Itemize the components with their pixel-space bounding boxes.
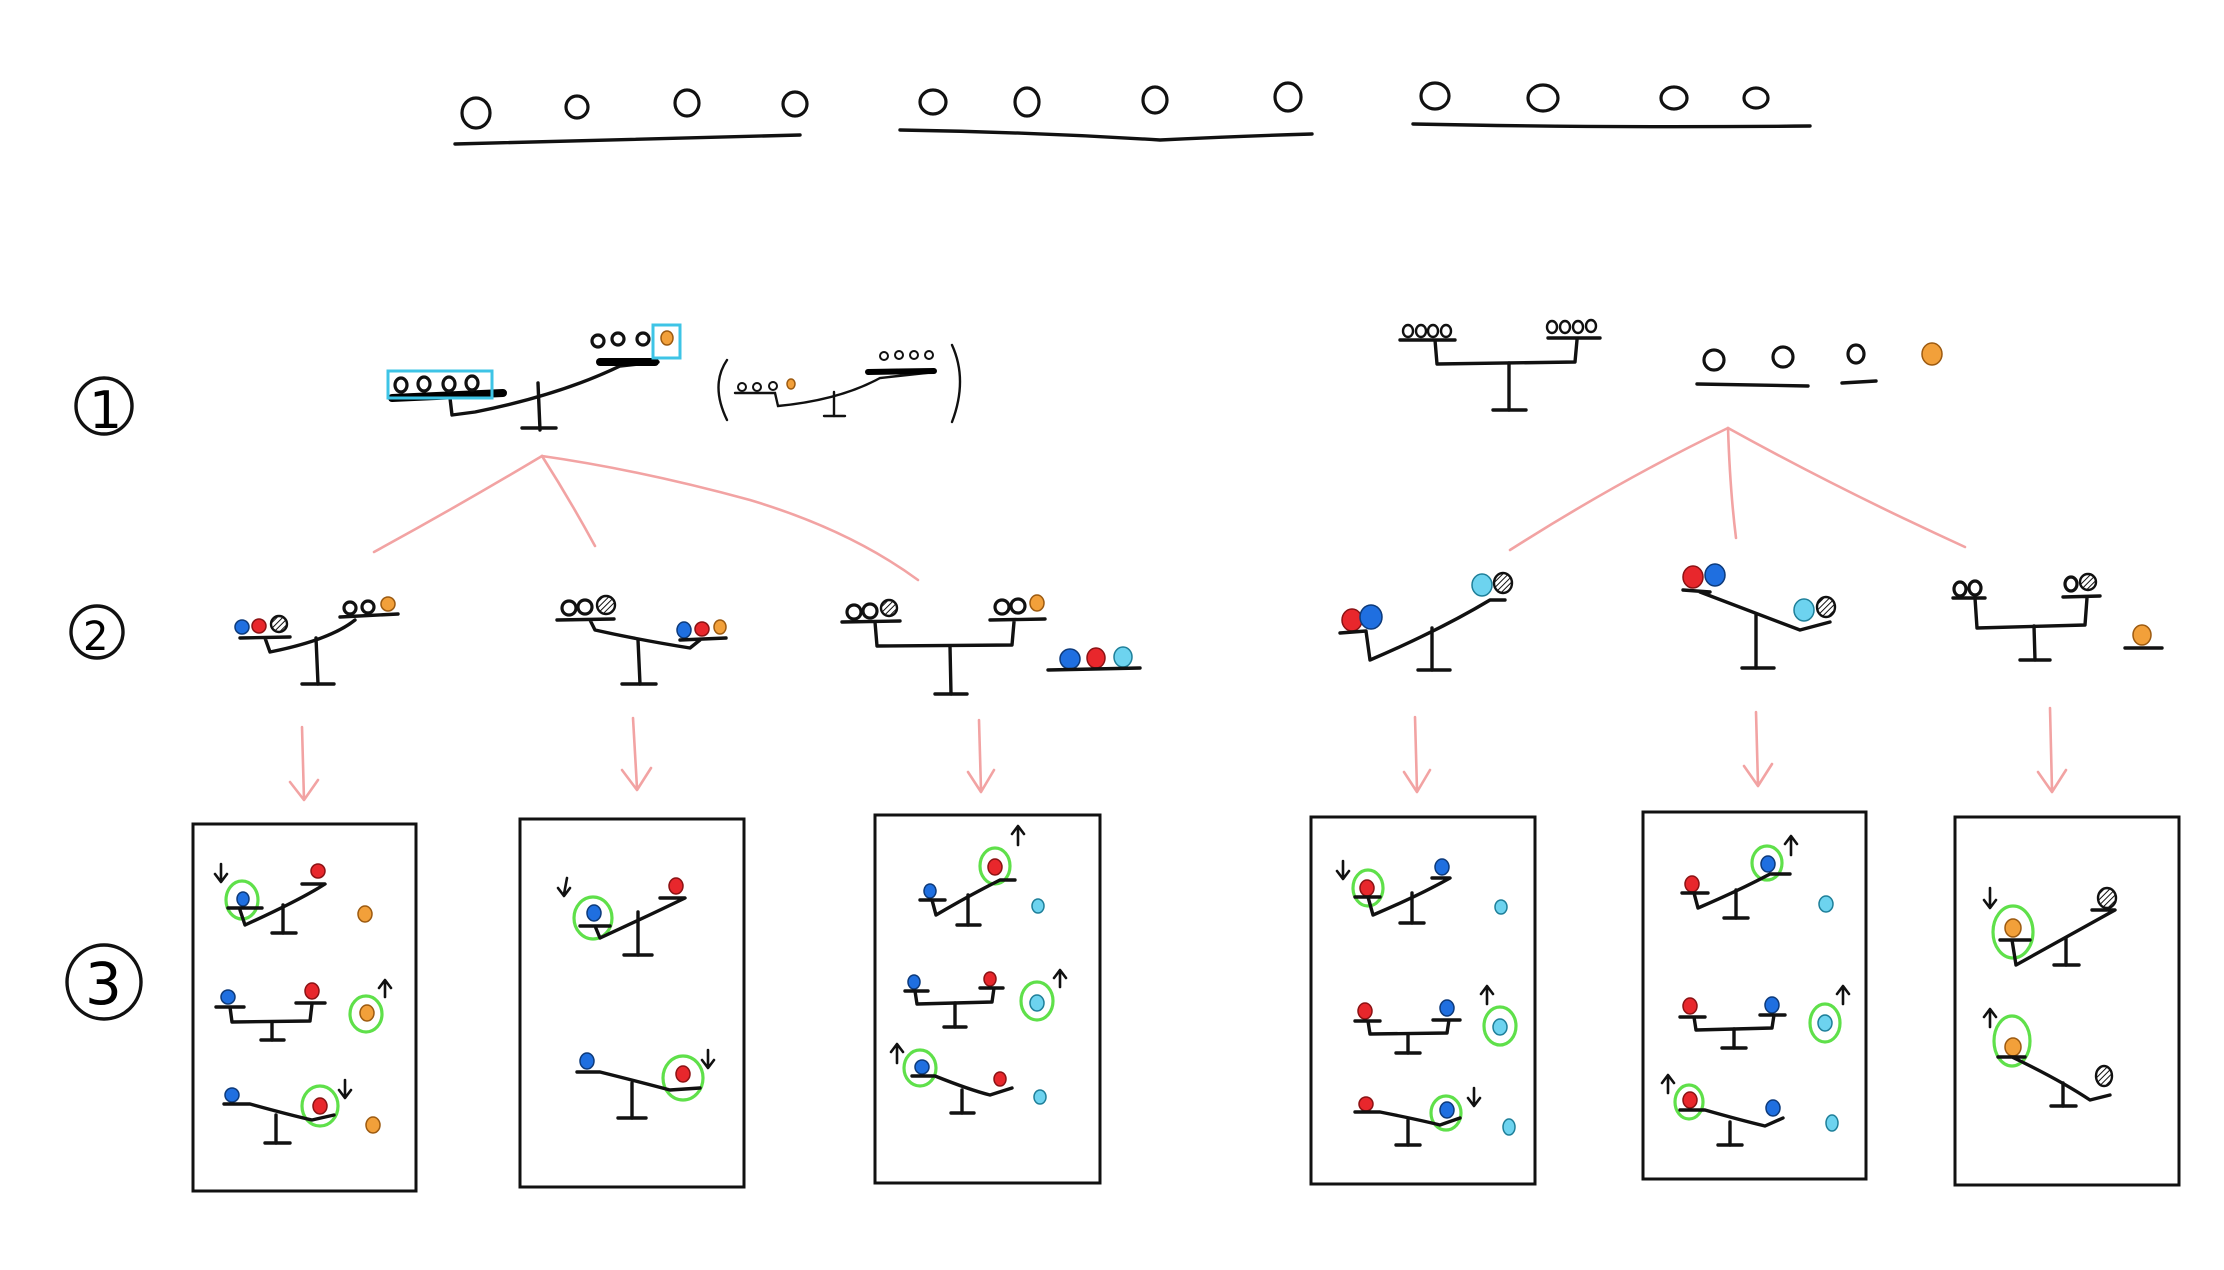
step3-panel-6 xyxy=(1953,815,2181,1187)
step2-scale-6 xyxy=(1951,572,2164,662)
step3-panel-4 xyxy=(1309,815,1537,1186)
down-arrows xyxy=(288,706,2068,802)
step-2-label: 2 xyxy=(83,614,108,660)
up-arrow-icon xyxy=(1660,1073,1676,1095)
up-arrow-icon xyxy=(1052,968,1068,989)
step1-alt-scale xyxy=(717,343,962,424)
down-arrow-icon xyxy=(1466,1086,1482,1108)
down-arrow-icon xyxy=(700,1048,716,1070)
step2-scale-3 xyxy=(840,594,1142,696)
top-group-2 xyxy=(898,81,1314,142)
up-arrow-icon xyxy=(1982,1007,1998,1029)
step2-scale-2 xyxy=(555,594,728,686)
step2-scale-1 xyxy=(234,596,400,686)
step-1-label: 1 xyxy=(89,381,122,441)
step1-right-balls xyxy=(1695,342,1943,388)
down-arrow-icon xyxy=(1335,859,1351,881)
down-arrow-icon xyxy=(213,862,229,884)
step1-right-scale xyxy=(1398,318,1602,412)
step-3-label: 3 xyxy=(85,950,122,1018)
top-group-1 xyxy=(453,88,809,146)
step3-panel-2 xyxy=(518,817,746,1189)
up-arrow-icon xyxy=(1010,824,1026,847)
down-arrow-icon xyxy=(337,1078,353,1100)
step1-left-scale xyxy=(386,323,682,432)
top-ball-groups xyxy=(453,81,1812,146)
up-arrow-icon xyxy=(1479,984,1495,1006)
highlight-box-right xyxy=(651,323,682,360)
highlight-box-left xyxy=(386,369,494,400)
up-arrow-icon xyxy=(1783,834,1799,857)
down-arrow-icon xyxy=(556,876,572,898)
step3-panel-3 xyxy=(873,813,1102,1185)
branch-arrows-right xyxy=(1508,426,1967,552)
up-arrow-icon xyxy=(1835,984,1851,1006)
top-group-3 xyxy=(1411,81,1812,129)
down-arrow-icon xyxy=(1982,886,1998,910)
branch-arrows-left xyxy=(372,454,920,582)
step2-scale-5 xyxy=(1681,563,1837,670)
step2-scale-4 xyxy=(1338,571,1514,672)
up-arrow-icon xyxy=(377,978,393,999)
step-labels: 1 2 3 xyxy=(65,376,143,1021)
step3-panel-5 xyxy=(1641,810,1868,1181)
step3-panel-1 xyxy=(191,822,418,1193)
up-arrow-icon xyxy=(889,1042,905,1065)
